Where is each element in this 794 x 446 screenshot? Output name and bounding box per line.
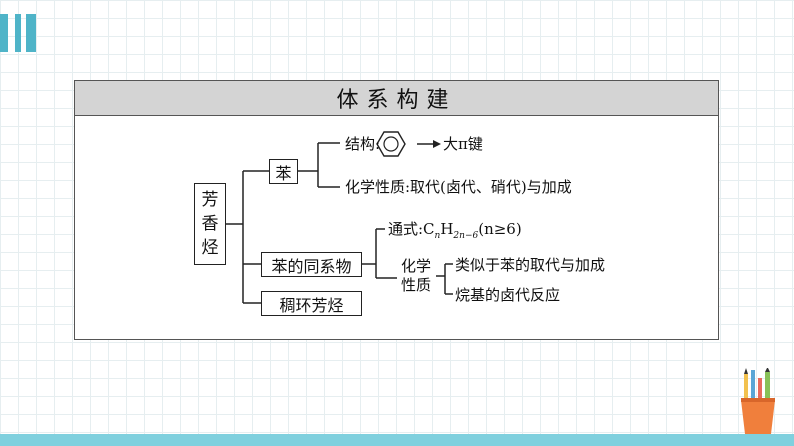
benzene-ring-icon: [376, 131, 406, 157]
structure-result: 大π键: [443, 135, 483, 153]
bottom-band: [0, 434, 794, 446]
homolog-chem-label: 化学 性质: [401, 257, 432, 294]
corner-bar-right: [26, 14, 36, 52]
benzene-chemistry: 化学性质:取代(卤代、硝代)与加成: [345, 178, 572, 196]
homolog-formula: 通式:CnH2n−6(n≥6): [388, 220, 522, 241]
fused-box: 稠环芳烃: [261, 291, 362, 316]
pencil-cup-icon: [741, 368, 775, 434]
root-char-2: 香: [201, 214, 219, 234]
corner-bar-left: [0, 14, 8, 52]
frame-title: 体系构建: [75, 81, 718, 116]
tree-connectors: [226, 131, 453, 304]
root-char-3: 烃: [201, 238, 219, 258]
root-char-1: 芳: [201, 190, 219, 210]
corner-bar-middle: [15, 14, 21, 52]
homolog-chem-item-2: 烷基的卤代反应: [455, 286, 561, 304]
homolog-chem-item-1: 类似于苯的取代与加成: [455, 256, 606, 274]
benzene-box: 苯: [269, 159, 298, 184]
concept-frame: 体系构建: [74, 80, 719, 340]
homolog-box: 苯的同系物: [261, 252, 362, 277]
structure-label: 结构:: [345, 135, 381, 153]
root-box: 芳 香 烃: [194, 183, 226, 265]
